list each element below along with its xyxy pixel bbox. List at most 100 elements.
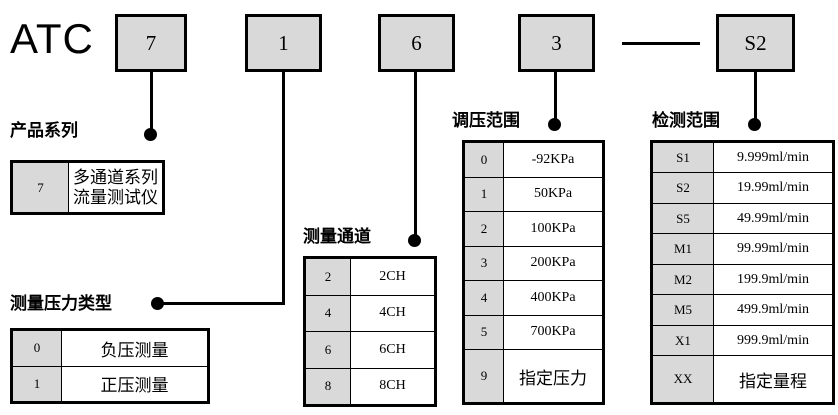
connector-line-detection-range: [754, 72, 757, 124]
cell-value: 49.99ml/min: [713, 202, 833, 235]
table-row: 0 -92KPa: [464, 142, 603, 178]
cell-code: 1: [12, 365, 62, 402]
cell-value: 499.9ml/min: [713, 294, 833, 326]
cell-code: S1: [652, 141, 714, 174]
section-title-pressure-type: 测量压力类型: [10, 294, 112, 313]
code-box-series[interactable]: 7: [115, 14, 187, 72]
table-row: 2 2CH: [305, 258, 435, 296]
cell-value: 199.9ml/min: [713, 263, 833, 296]
code-box-detection-range-value: S2: [744, 30, 767, 55]
connector-dot-detection-range: [748, 118, 761, 131]
cell-code: M2: [652, 263, 714, 296]
table-row: 3 200KPa: [464, 245, 603, 282]
cell-code: S5: [652, 202, 714, 235]
table-row: M2 199.9ml/min: [652, 263, 833, 296]
table-measure-channel: 2 2CH 4 4CH 6 6CH 8 8CH: [303, 256, 437, 407]
cell-code: 0: [12, 330, 62, 367]
table-row: M5 499.9ml/min: [652, 294, 833, 326]
table-row: S1 9.999ml/min: [652, 141, 833, 174]
cell-code: 4: [464, 280, 504, 316]
cell-value: 负压测量: [61, 330, 208, 367]
connector-dot-pressure-type: [151, 297, 164, 310]
cell-code: 8: [305, 367, 351, 405]
table-regulation-range: 0 -92KPa 1 50KPa 2 100KPa 3 200KPa 4 400…: [462, 140, 605, 405]
cell-code: M5: [652, 294, 714, 326]
cell-value: 指定压力: [503, 349, 603, 403]
code-box-channel[interactable]: 6: [378, 14, 455, 72]
cell-code: 2: [464, 211, 504, 247]
section-title-product-series: 产品系列: [10, 121, 78, 140]
cell-code: 9: [464, 349, 504, 403]
code-box-pressure-type[interactable]: 1: [245, 14, 322, 72]
table-row: 5 700KPa: [464, 314, 603, 351]
cell-value: 正压测量: [61, 365, 208, 402]
table-row: 1 50KPa: [464, 176, 603, 213]
connector-dot-regulation-range: [548, 118, 561, 131]
cell-value: 100KPa: [503, 211, 603, 247]
table-row: 4 400KPa: [464, 280, 603, 316]
section-title-regulation-range: 调压范围: [452, 111, 520, 130]
table-row: 6 6CH: [305, 331, 435, 369]
cell-code: 6: [305, 331, 351, 369]
table-row: 2 100KPa: [464, 211, 603, 247]
connector-line-pressure-type-vertical: [282, 72, 285, 305]
table-row: 7 多通道系列 流量测试仪: [12, 162, 163, 213]
cell-code: 4: [305, 294, 351, 332]
table-row: 4 4CH: [305, 294, 435, 332]
cell-value: 19.99ml/min: [713, 172, 833, 204]
code-box-detection-range[interactable]: S2: [716, 14, 795, 72]
cell-value: 8CH: [350, 367, 435, 405]
cell-value: -92KPa: [503, 142, 603, 178]
cell-code: X1: [652, 324, 714, 357]
table-row: 9 指定压力: [464, 349, 603, 403]
cell-value: 6CH: [350, 331, 435, 369]
connector-line-channel: [414, 72, 417, 240]
table-row: 0 负压测量: [12, 330, 208, 367]
cell-code: M1: [652, 233, 714, 265]
table-detection-range: S1 9.999ml/min S2 19.99ml/min S5 49.99ml…: [650, 140, 835, 405]
table-product-series: 7 多通道系列 流量测试仪: [10, 160, 165, 215]
cell-value-line1: 多通道系列: [73, 167, 158, 187]
cell-code: 5: [464, 314, 504, 351]
connector-line-regulation-range: [554, 72, 557, 124]
code-box-regulation-range[interactable]: 3: [518, 14, 595, 72]
table-row: 8 8CH: [305, 367, 435, 405]
cell-code: 7: [12, 162, 69, 213]
cell-code: 2: [305, 258, 351, 296]
cell-code: 0: [464, 142, 504, 178]
cell-value: 50KPa: [503, 176, 603, 213]
cell-value: 700KPa: [503, 314, 603, 351]
cell-code: 3: [464, 245, 504, 282]
section-title-detection-range: 检测范围: [652, 111, 720, 130]
code-box-regulation-range-value: 3: [551, 30, 562, 55]
connector-line-series: [150, 72, 153, 134]
code-box-series-value: 7: [145, 30, 157, 55]
separator-dash: [622, 42, 700, 45]
cell-value-line2: 流量测试仪: [73, 187, 158, 207]
cell-value: 2CH: [350, 258, 435, 296]
cell-value: 9.999ml/min: [713, 141, 833, 174]
table-row: S2 19.99ml/min: [652, 172, 833, 204]
table-row: X1 999.9ml/min: [652, 324, 833, 357]
code-box-pressure-type-value: 1: [278, 30, 289, 55]
cell-value: 4CH: [350, 294, 435, 332]
cell-code: XX: [652, 355, 714, 403]
cell-value: 指定量程: [713, 355, 833, 403]
cell-code: S2: [652, 172, 714, 204]
cell-value: 多通道系列 流量测试仪: [68, 162, 163, 213]
connector-line-pressure-type-horizontal: [157, 302, 285, 305]
code-box-channel-value: 6: [411, 30, 422, 55]
brand-label: ATC: [10, 15, 94, 62]
table-row: 1 正压测量: [12, 365, 208, 402]
cell-code: 1: [464, 176, 504, 213]
connector-dot-channel: [408, 234, 421, 247]
cell-value: 200KPa: [503, 245, 603, 282]
table-row: M1 99.99ml/min: [652, 233, 833, 265]
cell-value: 99.99ml/min: [713, 233, 833, 265]
cell-value: 999.9ml/min: [713, 324, 833, 357]
connector-dot-series: [144, 128, 157, 141]
section-title-measure-channel: 测量通道: [303, 227, 371, 246]
table-row: S5 49.99ml/min: [652, 202, 833, 235]
cell-value: 400KPa: [503, 280, 603, 316]
